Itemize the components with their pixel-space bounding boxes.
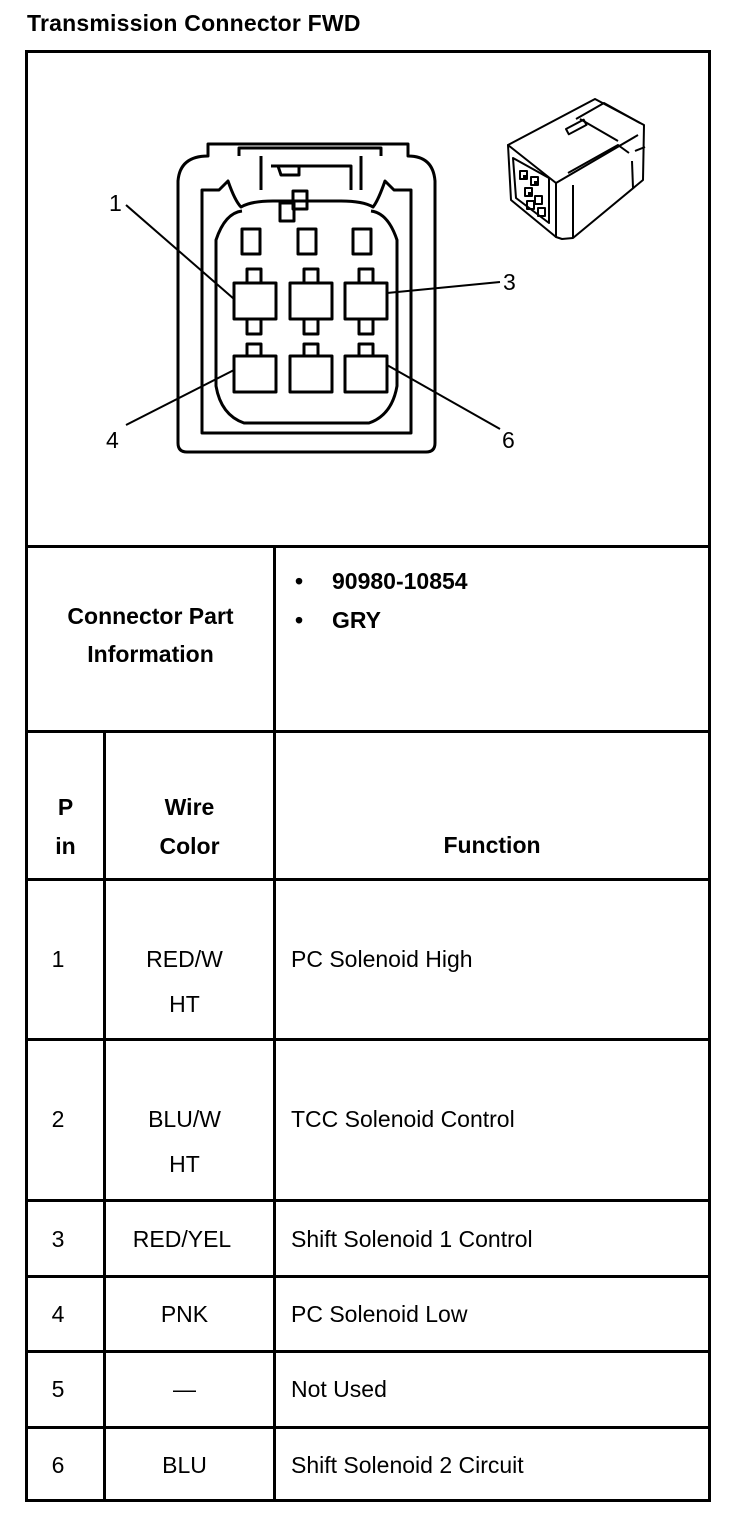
callout-pin-1: 1 bbox=[109, 190, 122, 216]
part-info-label: Connector Part Information bbox=[28, 597, 273, 673]
bullet-icon: • bbox=[295, 607, 304, 633]
part-info-label-line-1: Connector Part bbox=[67, 603, 234, 629]
wire-color-cell: RED/YEL bbox=[132, 1226, 232, 1252]
divider-row-4 bbox=[25, 1350, 711, 1353]
function-cell: Not Used bbox=[291, 1376, 387, 1402]
column-divider-label bbox=[273, 545, 276, 1502]
bullet-icon: • bbox=[295, 568, 304, 594]
divider-row-1 bbox=[25, 1038, 711, 1041]
function-cell: Shift Solenoid 2 Circuit bbox=[291, 1452, 524, 1478]
wire-color-line-1: RED/W bbox=[146, 946, 223, 972]
function-cell: TCC Solenoid Control bbox=[291, 1106, 515, 1132]
part-color-item: • GRY bbox=[295, 607, 695, 637]
connector-diagram: 1 3 4 6 bbox=[28, 53, 708, 547]
page-title: Transmission Connector FWD bbox=[27, 10, 361, 36]
wire-color-line-2: HT bbox=[169, 991, 200, 1017]
column-divider-pin bbox=[103, 730, 106, 1502]
pin-cell: 6 bbox=[51, 1452, 65, 1478]
pin-cell: 4 bbox=[51, 1301, 65, 1327]
wire-color-cell: — bbox=[173, 1376, 196, 1402]
header-pin-line-1: P bbox=[57, 794, 74, 820]
divider-row-5 bbox=[25, 1426, 711, 1429]
part-info-label-line-2: Information bbox=[87, 641, 214, 667]
pin-cell: 5 bbox=[51, 1376, 65, 1402]
table-frame bbox=[25, 50, 711, 1502]
header-wire-line-2: Color bbox=[159, 833, 220, 859]
wire-color-line-1: BLU/W bbox=[148, 1106, 221, 1132]
part-color-value: GRY bbox=[332, 607, 381, 633]
callout-pin-3: 3 bbox=[503, 269, 516, 295]
header-pin: P in bbox=[28, 788, 103, 866]
header-function: Function bbox=[443, 832, 541, 858]
pin-cell: 3 bbox=[51, 1226, 65, 1252]
callout-pin-6: 6 bbox=[502, 427, 515, 453]
divider-diagram bbox=[25, 545, 711, 548]
function-cell: PC Solenoid Low bbox=[291, 1301, 468, 1327]
callout-pin-4: 4 bbox=[106, 427, 119, 453]
wire-color-cell: BLU bbox=[162, 1452, 207, 1478]
connector-face-drawing: 1 3 4 6 bbox=[106, 98, 646, 454]
header-wire-line-1: Wire bbox=[164, 794, 215, 820]
divider-row-3 bbox=[25, 1275, 711, 1278]
divider-header bbox=[25, 878, 711, 881]
function-cell: PC Solenoid High bbox=[291, 946, 473, 972]
part-number-value: 90980-10854 bbox=[332, 568, 468, 594]
header-pin-line-2: in bbox=[55, 833, 76, 859]
wire-color-cell: PNK bbox=[160, 1301, 209, 1327]
wire-color-cell: RED/W HT bbox=[106, 937, 263, 1027]
pin-cell: 2 bbox=[51, 1106, 65, 1132]
part-number-item: • 90980-10854 bbox=[295, 568, 695, 598]
divider-part-info bbox=[25, 730, 711, 733]
divider-row-2 bbox=[25, 1199, 711, 1202]
function-cell: Shift Solenoid 1 Control bbox=[291, 1226, 533, 1252]
wire-color-cell: BLU/W HT bbox=[106, 1097, 263, 1187]
header-wire-color: Wire Color bbox=[106, 788, 273, 866]
pin-cell: 1 bbox=[51, 946, 65, 972]
wire-color-line-2: HT bbox=[169, 1151, 200, 1177]
